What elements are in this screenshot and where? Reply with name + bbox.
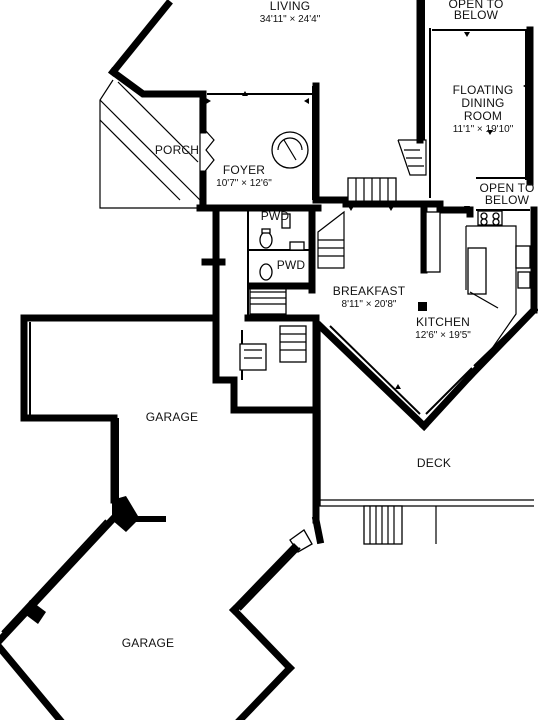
open-to-below-right-line2: BELOW	[485, 193, 530, 207]
garage-upper-label: GARAGE	[146, 410, 199, 424]
dining-label-line1: FLOATING	[453, 83, 514, 97]
dining-label-line2: DINING	[461, 96, 504, 110]
living-walls	[108, 0, 534, 204]
living-label: LIVING	[270, 0, 311, 13]
breakfast-label: BREAKFAST	[333, 284, 406, 298]
kitchen-label: KITCHEN	[416, 315, 470, 329]
powder-rooms	[201, 204, 316, 318]
foyer-label: FOYER	[223, 163, 265, 177]
pwd-lower-label: PWD	[277, 258, 306, 272]
breakfast-dims: 8'11" × 20'8"	[342, 299, 397, 310]
deck-label: DECK	[417, 456, 451, 470]
lower-garage-walls	[0, 406, 325, 720]
upper-garage-walls	[20, 314, 320, 504]
pwd-upper-label: PWD	[261, 209, 290, 223]
dining-dims: 11'1" × 19'10"	[453, 124, 514, 135]
deck-outline	[319, 326, 534, 545]
porch-label: PORCH	[155, 143, 199, 157]
open-to-below-top-line2: BELOW	[454, 8, 499, 22]
open-to-below-top-line1: OPEN TO	[449, 0, 504, 11]
wall-markers	[206, 32, 528, 389]
foyer-walls	[196, 108, 350, 212]
kitchen-dims: 12'6" × 19'5"	[415, 330, 471, 341]
stairs	[249, 139, 427, 363]
labels: LIVING 34'11" × 24'4" OPEN TO BELOW FLOA…	[122, 0, 535, 650]
living-dims: 34'11" × 24'4"	[260, 14, 321, 25]
dining-label-line3: ROOM	[464, 109, 502, 123]
foyer-dims: 10'7" × 12'6"	[216, 178, 272, 189]
garage-lower-label: GARAGE	[122, 636, 175, 650]
open-to-below-right-line1: OPEN TO	[480, 181, 535, 195]
kitchen-walls	[315, 177, 538, 431]
